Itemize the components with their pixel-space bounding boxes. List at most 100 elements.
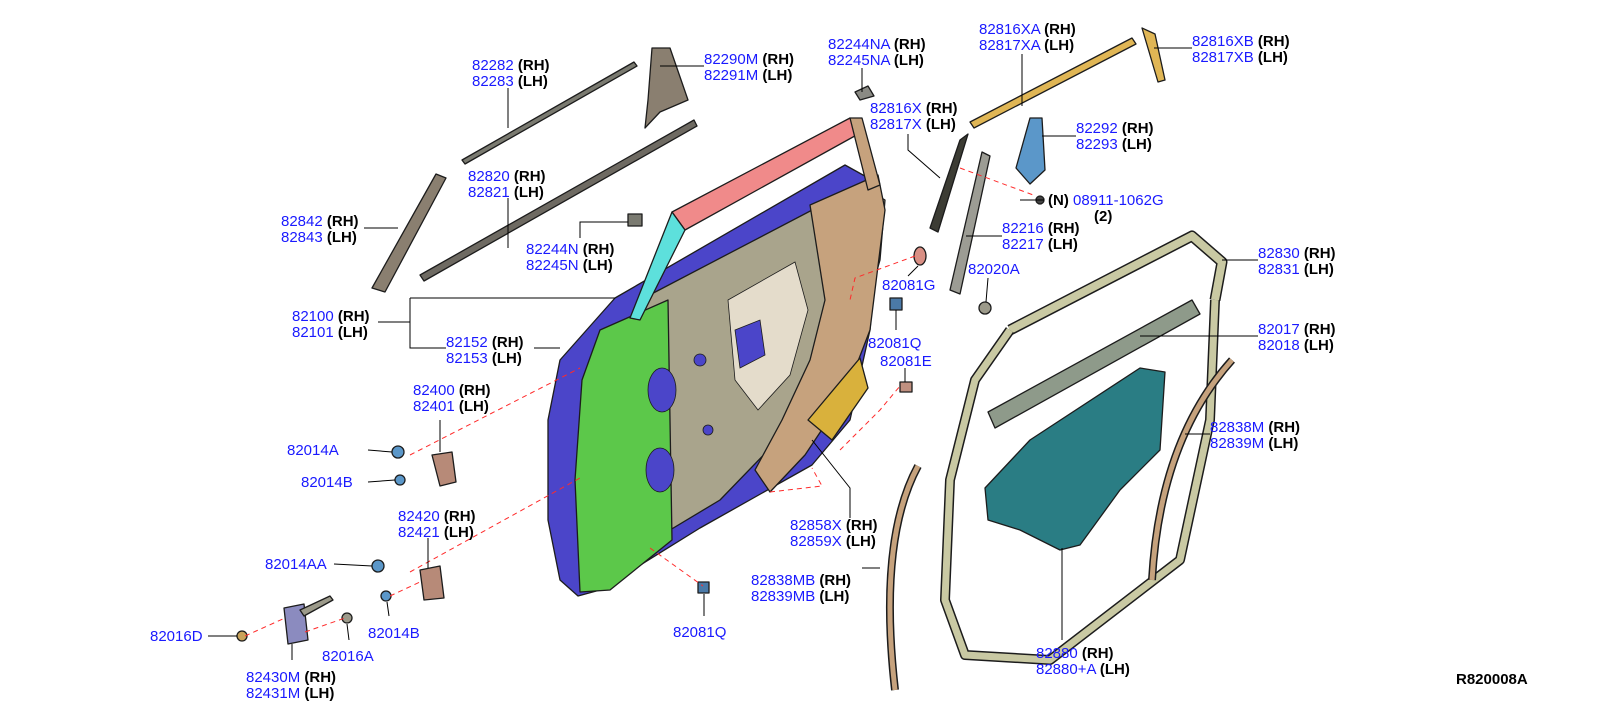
side-label: (LH) <box>1122 136 1152 153</box>
label-82081q-top: 82081Q <box>868 335 921 352</box>
part-number: 82283 <box>472 73 514 90</box>
part-82816x <box>929 133 969 233</box>
part-82014b-bottom <box>380 590 392 602</box>
leader-line <box>907 134 941 179</box>
part-82838mb-fill <box>887 464 921 691</box>
part-number: 82830 <box>1258 245 1300 262</box>
label-82014b-top: 82014B <box>301 474 353 491</box>
part-number: 82293 <box>1076 136 1118 153</box>
rear-upright-frame <box>849 117 881 191</box>
callout-82431m: 82431M (LH) <box>246 685 334 702</box>
side-label: (RH) <box>846 517 878 534</box>
part-number: 82843 <box>281 229 323 246</box>
callout-82100: 82100 (RH) <box>292 308 370 325</box>
part-82838m-fill <box>1149 358 1234 581</box>
part-82816xb <box>1141 27 1166 83</box>
hinge-pillar <box>574 299 673 593</box>
part-82081g <box>913 246 927 266</box>
part-water-shield <box>984 367 1166 551</box>
callout-82292: 82292 (RH) <box>1076 120 1154 137</box>
callout-82859x: 82859X (LH) <box>790 533 876 550</box>
part-number: 82880 <box>1036 645 1078 662</box>
note-prefix: (N) <box>1048 192 1069 209</box>
callout-82838mb: 82838MB (RH) <box>751 572 851 589</box>
side-label: (RH) <box>338 308 370 325</box>
part-82244n <box>627 213 643 227</box>
part-number: 82217 <box>1002 236 1044 253</box>
callout-82430m: 82430M (RH) <box>246 669 336 686</box>
part-number: 82430M <box>246 669 300 686</box>
callout-82817xa: 82817XA (LH) <box>979 37 1074 54</box>
part-number: 82216 <box>1002 220 1044 237</box>
part-number: 82838M <box>1210 419 1264 436</box>
part-82014aa <box>371 559 385 573</box>
part-number: 82290M <box>704 51 758 68</box>
side-label: (RH) <box>1304 245 1336 262</box>
part-82081e <box>899 381 913 393</box>
callout-82293: 82293 (LH) <box>1076 136 1152 153</box>
side-label: (RH) <box>926 100 958 117</box>
part-number: 82153 <box>446 350 488 367</box>
side-label: (LH) <box>846 533 876 550</box>
inner-panel-hole <box>734 319 766 369</box>
label-82016d: 82016D <box>150 628 203 645</box>
side-label: (RH) <box>492 334 524 351</box>
callout-82101: 82101 (LH) <box>292 324 368 341</box>
label-82020a: 82020A <box>968 261 1020 278</box>
side-label: (RH) <box>444 508 476 525</box>
part-number: 82421 <box>398 524 440 541</box>
callout-82244na: 82244NA (RH) <box>828 36 926 53</box>
sash-window-opening <box>727 261 809 411</box>
part-82842 <box>371 173 447 293</box>
dashed-leader <box>409 367 581 456</box>
callout-82018: 82018 (LH) <box>1258 337 1334 354</box>
part-number: 82821 <box>468 184 510 201</box>
callout-82291m: 82291M (LH) <box>704 67 792 84</box>
callout-82400: 82400 (RH) <box>413 382 491 399</box>
callout-82839mb: 82839MB (LH) <box>751 588 849 605</box>
callout-82830: 82830 (RH) <box>1258 245 1336 262</box>
part-82858x <box>807 357 869 441</box>
callout-82880: 82880 (RH) <box>1036 645 1114 662</box>
side-label: (RH) <box>304 669 336 686</box>
side-label: (LH) <box>1304 337 1334 354</box>
callout-82217: 82217 (LH) <box>1002 236 1078 253</box>
label-82081g: 82081G <box>882 277 935 294</box>
leader-line <box>811 439 851 518</box>
part-82830-weatherstrip-fill <box>1008 232 1226 334</box>
part-number: 82816XB <box>1192 33 1254 50</box>
part-number: 82820 <box>468 168 510 185</box>
door-sash-frame <box>754 174 886 493</box>
side-label: (LH) <box>444 524 474 541</box>
side-label: (LH) <box>1258 49 1288 66</box>
part-number: 82880+A <box>1036 661 1096 678</box>
side-label: (LH) <box>1268 435 1298 452</box>
side-label: (LH) <box>583 257 613 274</box>
side-label: (RH) <box>819 572 851 589</box>
dashed-leader <box>389 581 421 597</box>
side-label: (LH) <box>1304 261 1334 278</box>
callout-82152: 82152 (RH) <box>446 334 524 351</box>
label-82014a: 82014A <box>287 442 339 459</box>
callout-82421: 82421 (LH) <box>398 524 474 541</box>
callout-82817x: 82817X (LH) <box>870 116 956 133</box>
callout-82816xa: 82816XA (RH) <box>979 21 1076 38</box>
side-label: (LH) <box>518 73 548 90</box>
leader-line <box>346 623 350 641</box>
side-label: (LH) <box>819 588 849 605</box>
dashed-leader <box>839 385 901 451</box>
part-number: 82817X <box>870 116 922 133</box>
part-number: 82244NA <box>828 36 891 53</box>
part-number: 82292 <box>1076 120 1118 137</box>
part-number: 82842 <box>281 213 323 230</box>
part-number: 82018 <box>1258 337 1300 354</box>
dashed-leader <box>849 255 916 301</box>
part-number: 82839MB <box>751 588 815 605</box>
part-number: 82817XA <box>979 37 1041 54</box>
front-sash-upright <box>629 211 686 321</box>
leader-line <box>907 265 919 277</box>
inner-panel-hole <box>702 424 714 436</box>
callout-82216: 82216 (RH) <box>1002 220 1080 237</box>
dashed-leader <box>769 467 823 493</box>
side-label: (RH) <box>1304 321 1336 338</box>
